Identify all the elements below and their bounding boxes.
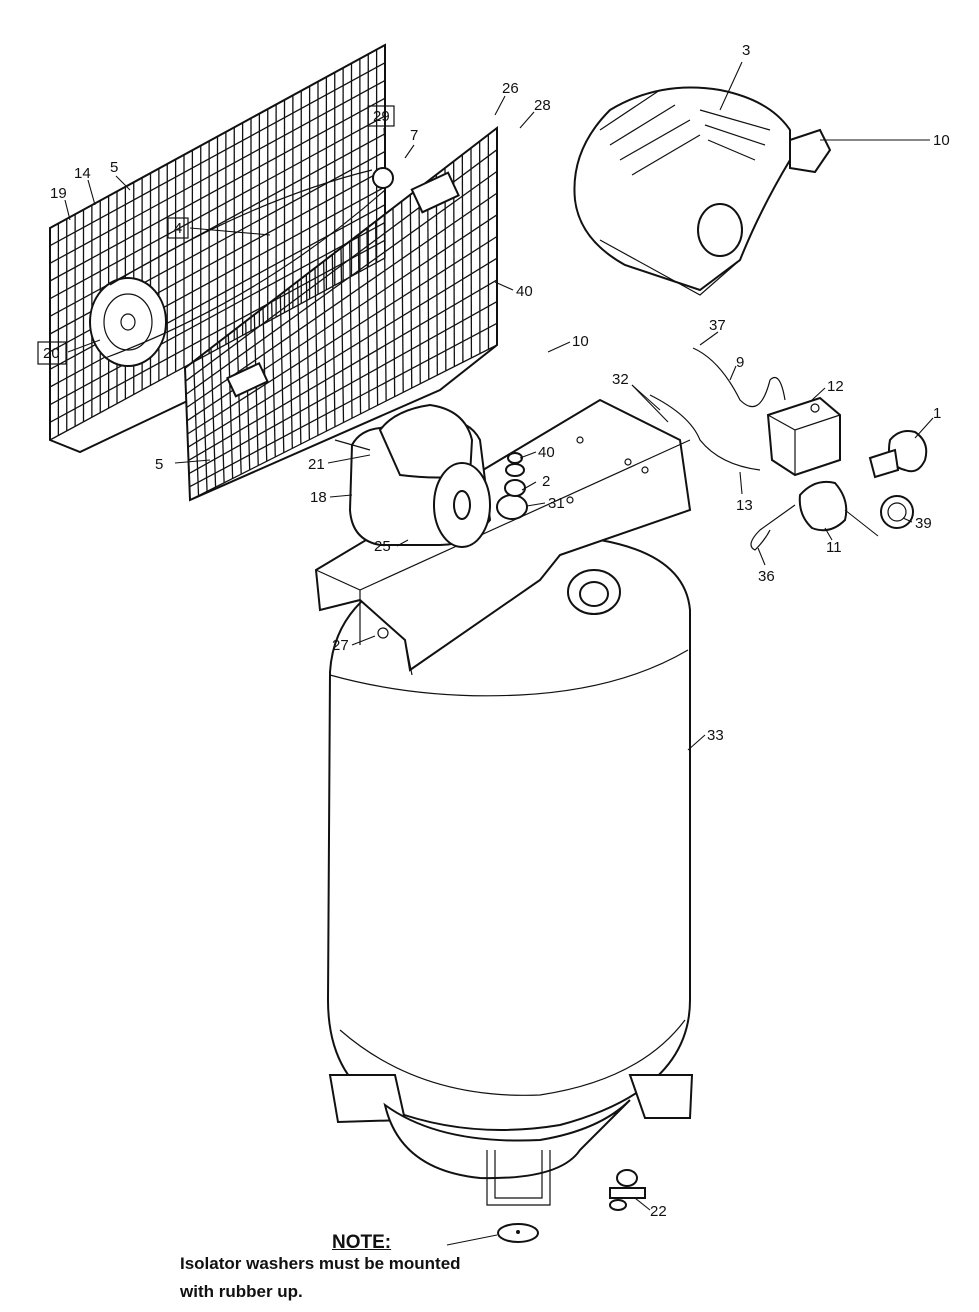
mesh-line [187, 257, 498, 448]
callout-18: 18 [310, 489, 327, 506]
callout-27: 27 [332, 637, 349, 654]
mesh-line [49, 221, 386, 406]
mesh-line [49, 44, 386, 229]
callout-7: 7 [410, 127, 418, 144]
callout-2: 2 [542, 473, 550, 490]
power-cord [649, 394, 761, 471]
mesh-line [185, 170, 498, 395]
callout-13: 13 [736, 497, 753, 514]
callout-22: 22 [650, 1203, 667, 1220]
pressure-switch [766, 396, 841, 477]
callout-14: 14 [74, 165, 91, 182]
callout-4: 4 [174, 220, 182, 237]
mesh-line [49, 257, 386, 441]
callout-36: 36 [758, 568, 775, 585]
callout-20: 20 [43, 345, 60, 362]
mesh-line [49, 239, 386, 423]
callout-labels: 3 10 26 28 29 7 5 14 19 4 40 20 10 37 9 … [37, 42, 950, 1220]
callout-40-fitting: 40 [538, 444, 555, 461]
callout-21: 21 [308, 456, 325, 473]
callout-31: 31 [548, 495, 565, 512]
callout-1: 1 [933, 405, 941, 422]
mounting-saddle [314, 398, 692, 676]
callout-28: 28 [534, 97, 551, 114]
mesh-line [49, 79, 386, 264]
mesh-line [49, 97, 386, 282]
safety-valve [868, 430, 928, 479]
callout-25: 25 [374, 538, 391, 555]
callout-11: 11 [826, 539, 842, 556]
callout-5-front: 5 [155, 456, 163, 473]
flywheel-and-belt [89, 167, 460, 398]
leader-lines [64, 61, 934, 1246]
electric-motor [334, 403, 492, 548]
note-line-1: Isolator washers must be mounted [180, 1254, 461, 1273]
note-title: NOTE: [332, 1232, 392, 1253]
callout-37: 37 [709, 317, 726, 334]
pressure-gauge [880, 495, 914, 529]
callout-29: 29 [373, 108, 390, 125]
callout-12: 12 [827, 378, 844, 395]
isolator-washer [497, 1223, 539, 1243]
callout-9: 9 [736, 354, 744, 371]
mesh-line [189, 322, 498, 488]
manifold [750, 480, 848, 551]
callout-26: 26 [502, 80, 519, 97]
mesh-line [187, 235, 498, 435]
callout-10-tube: 10 [572, 333, 589, 350]
pulley-fittings [496, 452, 528, 520]
callout-33: 33 [707, 727, 724, 744]
callout-40-top: 40 [516, 283, 533, 300]
unloader-tube [692, 347, 786, 408]
callout-19: 19 [50, 185, 67, 202]
mesh-line [189, 344, 498, 501]
drain-valve [609, 1169, 646, 1211]
callout-32: 32 [612, 371, 629, 388]
callout-10-pump: 10 [933, 132, 950, 149]
mesh-line [188, 279, 498, 461]
compressor-pump [573, 86, 832, 296]
callout-3: 3 [742, 42, 750, 59]
mesh-line [49, 62, 386, 247]
mesh-line [184, 127, 498, 369]
mesh-line [188, 301, 498, 475]
callout-39: 39 [915, 515, 932, 532]
mesh-line [186, 192, 498, 409]
air-tank [326, 538, 694, 1211]
note-line-2: with rubber up. [180, 1282, 303, 1301]
mesh-line [49, 115, 386, 300]
callout-5-back: 5 [110, 159, 118, 176]
